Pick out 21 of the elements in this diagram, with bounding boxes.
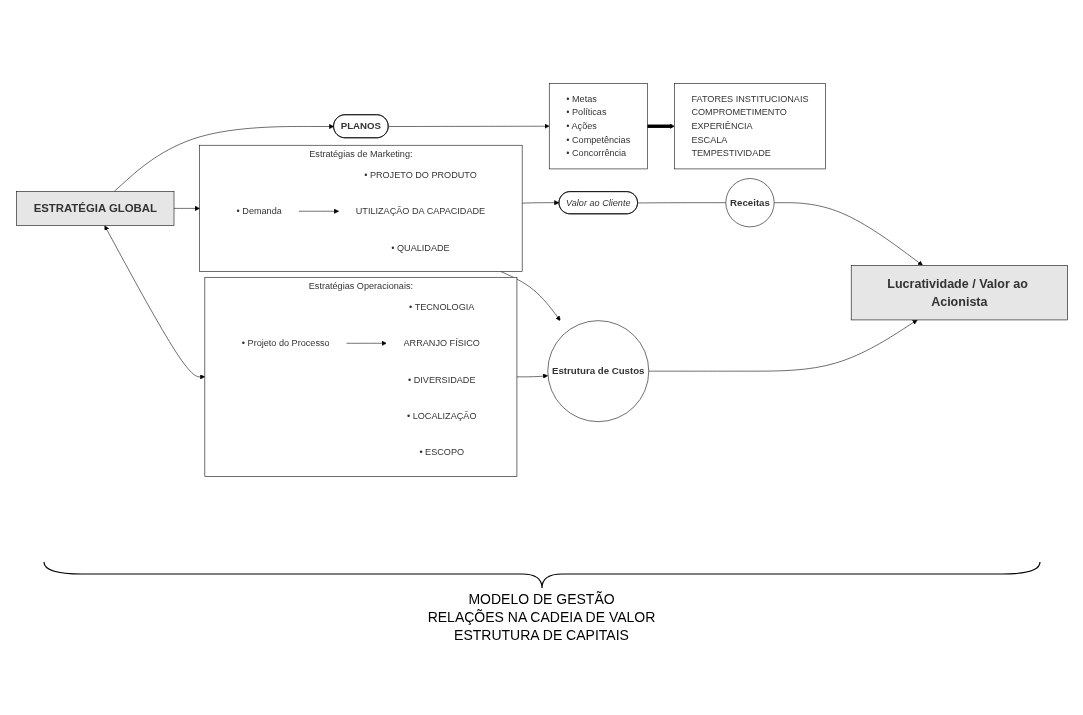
node-text: • QUALIDADE [390, 242, 450, 253]
node-box: FATORES INSTITUCIONAIS COMPROMETIMENTO EXPERIÊNCIA ESCALA TEMPESTIVIDADE [673, 83, 826, 170]
note-text: RELAÇÕES NA CADEIA DE VALOR [427, 608, 656, 626]
node-circle: Estrutura de Custos [547, 320, 649, 422]
node-text: UTILIZAÇÃO DA CAPACIDADE [355, 206, 485, 216]
note-text: ESTRUTURA DE CAPITAIS [453, 626, 630, 644]
node-circle: Receitas [725, 178, 774, 228]
arrow [646, 123, 675, 129]
node-box: • Metas • Políticas • Ações • Competências • Concorrência [548, 83, 648, 170]
node-text: • Projeto do Processo [241, 338, 330, 348]
node-box: ESTRATÉGIA GLOBAL [15, 191, 174, 226]
node-text: • TECNOLOGIA [408, 301, 474, 312]
node-text: • ESCOPO [418, 447, 464, 458]
node-text: ARRANJO FÍSICO [403, 338, 480, 348]
connector [637, 202, 726, 204]
node-text: • Demanda [236, 206, 282, 216]
node-box: Lucratividade / Valor ao Acionista [850, 265, 1068, 321]
node-text: • LOCALIZAÇÃO [406, 411, 476, 421]
node-text: • PROJETO DO PRODUTO [363, 169, 477, 180]
node-text: • DIVERSIDADE [407, 374, 475, 385]
note-text: MODELO DE GESTÃO [467, 590, 616, 608]
